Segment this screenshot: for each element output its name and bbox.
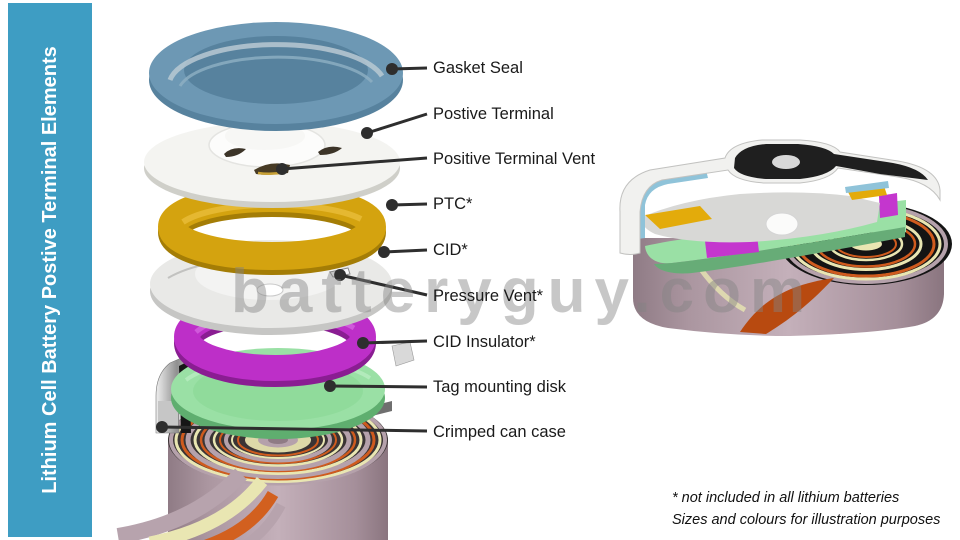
label-cid: CID* xyxy=(433,241,468,259)
cutaway-view xyxy=(619,139,952,336)
label-tag-mounting-disk: Tag mounting disk xyxy=(433,378,566,396)
cutaway-ptc xyxy=(645,186,887,229)
gasket-seal-ring xyxy=(148,21,404,131)
label-positive-terminal: Postive Terminal xyxy=(433,105,554,123)
label-crimped-can-case: Crimped can case xyxy=(433,423,566,441)
label-positive-terminal-vent: Positive Terminal Vent xyxy=(433,150,596,168)
footnote-line-1: * not included in all lithium batteries xyxy=(672,490,900,506)
cutaway-cap xyxy=(619,139,941,255)
footnote-line-2: Sizes and colours for illustration purpo… xyxy=(672,512,941,528)
label-cid-insulator: CID Insulator* xyxy=(433,333,536,351)
leader-lines xyxy=(161,66,428,433)
title-banner: Lithium Cell Battery Postive Terminal El… xyxy=(8,3,92,537)
cutaway-terminal-plate xyxy=(640,192,880,243)
label-ptc: PTC* xyxy=(433,195,473,213)
exploded-stack xyxy=(116,21,415,540)
label-pressure-vent: Pressure Vent* xyxy=(433,287,544,305)
leader-dots xyxy=(156,63,398,433)
label-gasket-seal: Gasket Seal xyxy=(433,59,523,77)
footnote: * not included in all lithium batteries … xyxy=(672,487,940,531)
positive-terminal-disc xyxy=(144,122,400,208)
